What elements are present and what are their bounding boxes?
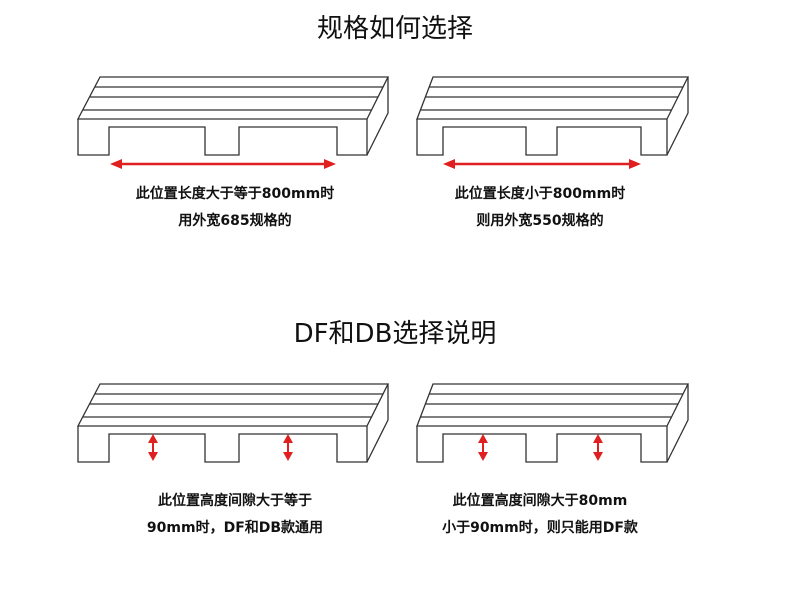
caption-line: 90mm时，DF和DB款通用 <box>146 520 324 536</box>
caption-line: 用外宽685规格的 <box>178 213 292 229</box>
caption-line: 则用外宽550规格的 <box>476 213 604 229</box>
arrow-head-icon <box>148 452 158 461</box>
arrow-head-icon <box>110 159 122 169</box>
pallet-front-face <box>77 119 368 156</box>
pallet-top-face <box>416 383 690 427</box>
pallet-side-face <box>666 77 689 156</box>
caption-line: 此位置长度小于800mm时 <box>454 186 626 202</box>
arrow-head-icon <box>629 159 641 169</box>
section-title-df-db: DF和DB选择说明 <box>293 319 497 349</box>
pallet-top-face <box>76 76 390 120</box>
caption-line: 此位置长度大于等于800mm时 <box>135 186 335 202</box>
arrow-head-icon <box>593 452 603 461</box>
pallet-front-face <box>416 119 668 156</box>
arrow-head-icon <box>443 159 455 169</box>
caption-df-only: 此位置高度间隙大于80mm 小于90mm时，则只能用DF款 <box>380 488 700 542</box>
arrow-head-icon <box>148 434 158 443</box>
caption-line: 小于90mm时，则只能用DF款 <box>442 520 638 536</box>
pallet-front-face <box>77 426 368 463</box>
arrow-head-icon <box>283 434 293 443</box>
caption-df-db-common: 此位置高度间隙大于等于 90mm时，DF和DB款通用 <box>75 488 395 542</box>
caption-wide-pallet: 此位置长度大于等于800mm时 用外宽685规格的 <box>75 181 395 235</box>
arrow-head-icon <box>324 159 336 169</box>
arrow-head-icon <box>478 434 488 443</box>
pallet-top-face <box>416 76 690 120</box>
section-title-size: 规格如何选择 <box>316 14 473 44</box>
caption-narrow-pallet: 此位置长度小于800mm时 则用外宽550规格的 <box>380 181 700 235</box>
pallet-front-face <box>416 426 668 463</box>
pallet-top-face <box>76 383 390 427</box>
arrow-head-icon <box>283 452 293 461</box>
pallet-side-face <box>366 77 389 156</box>
arrow-head-icon <box>593 434 603 443</box>
caption-line: 此位置高度间隙大于80mm <box>452 493 628 509</box>
pallet-side-face <box>666 384 689 463</box>
arrow-head-icon <box>478 452 488 461</box>
caption-line: 此位置高度间隙大于等于 <box>158 493 312 509</box>
pallet-side-face <box>366 384 389 463</box>
